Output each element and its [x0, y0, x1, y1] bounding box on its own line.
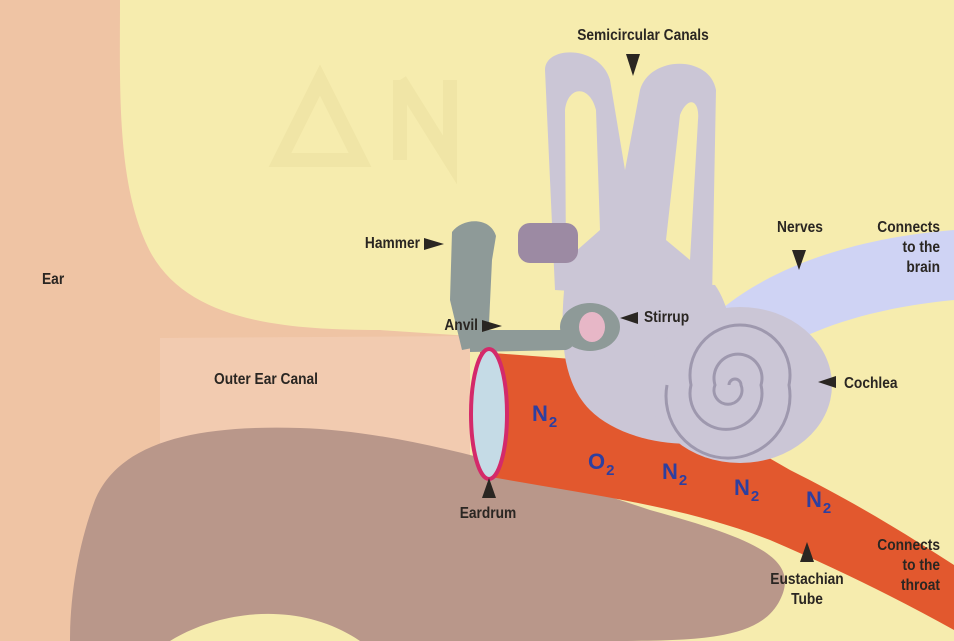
gas-molecule: N2: [734, 476, 759, 503]
label-semicircular-canals: Semicircular Canals: [561, 26, 724, 46]
label-eustachian-tube-line-1: Eustachian: [760, 570, 855, 590]
gas-subscript: 2: [549, 414, 557, 431]
gas-subscript: 2: [679, 472, 687, 489]
gas-symbol: O: [588, 449, 605, 474]
label-ear: Ear: [42, 270, 64, 290]
label-outer-ear-canal: Outer Ear Canal: [214, 370, 318, 390]
gas-subscript: 2: [751, 488, 759, 505]
label-connects-throat-line-2: to the: [845, 556, 940, 576]
gas-subscript: 2: [606, 462, 614, 479]
gas-molecule: O2: [588, 450, 614, 477]
label-anvil: Anvil: [411, 316, 478, 336]
purple-structure: [518, 223, 578, 263]
gas-molecule: N2: [532, 402, 557, 429]
label-connects-throat-line-3: throat: [845, 576, 940, 596]
label-cochlea: Cochlea: [844, 374, 898, 394]
gas-symbol: N: [806, 487, 822, 512]
label-connects-brain-line-2: to the: [845, 238, 940, 258]
gas-symbol: N: [662, 459, 678, 484]
gas-symbol: N: [734, 475, 750, 500]
label-nerves: Nerves: [769, 218, 831, 238]
label-connects-throat-line-1: Connects: [845, 536, 940, 556]
label-connects-brain-line-3: brain: [845, 258, 940, 278]
label-hammer: Hammer: [334, 234, 420, 254]
gas-subscript: 2: [823, 500, 831, 517]
eardrum-membrane: [471, 349, 507, 479]
label-eustachian-tube-line-2: Tube: [760, 590, 855, 610]
label-connects-throat: Connects to the throat: [845, 536, 940, 596]
label-eardrum: Eardrum: [447, 504, 530, 524]
label-eustachian-tube: Eustachian Tube: [760, 570, 855, 610]
stirrup-center: [579, 312, 605, 342]
gas-molecule: N2: [806, 488, 831, 515]
gas-molecule: N2: [662, 460, 687, 487]
label-connects-brain-line-1: Connects: [845, 218, 940, 238]
gas-symbol: N: [532, 401, 548, 426]
label-stirrup: Stirrup: [644, 308, 689, 328]
label-connects-brain: Connects to the brain: [845, 218, 940, 278]
